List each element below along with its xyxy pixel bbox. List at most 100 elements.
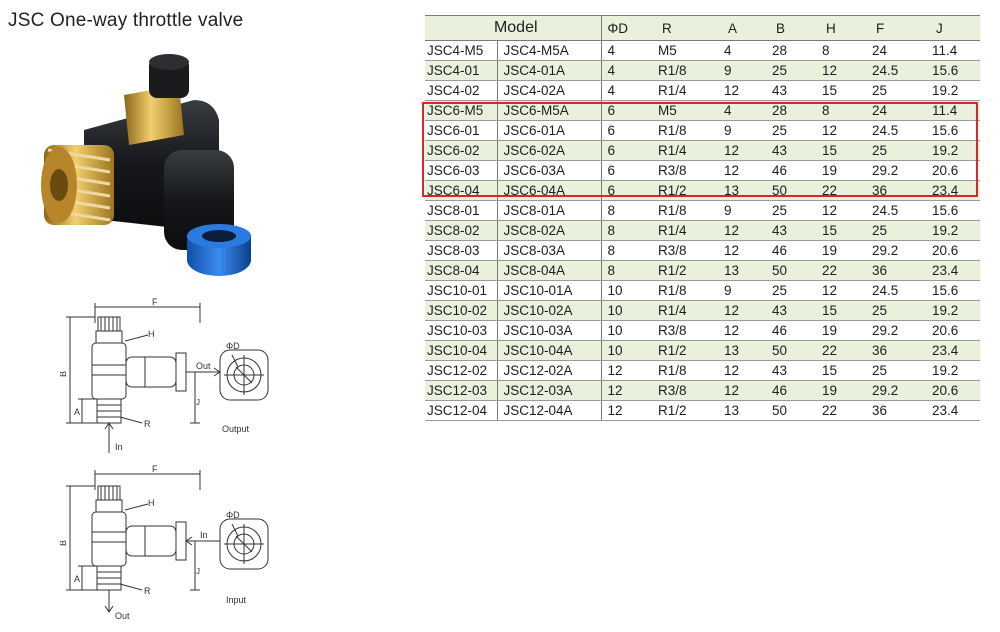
j-value-cell: 15.6 [930,60,980,81]
a-value-cell: 9 [722,200,770,221]
f-value-cell: 25 [870,220,930,241]
h-value-cell: 22 [820,260,870,281]
r-value-cell: R1/8 [656,280,722,301]
b-value-cell: 50 [770,400,820,421]
d-value-cell: 8 [601,260,656,281]
h-value-cell: 12 [820,60,870,81]
h-value-cell: 19 [820,160,870,181]
a-value-cell: 9 [722,280,770,301]
b-value-cell: 46 [770,160,820,181]
f-value-cell: 24.5 [870,200,930,221]
r-value-cell: M5 [656,100,722,121]
h-value-cell: 15 [820,220,870,241]
r-value-cell: R1/4 [656,140,722,161]
f-value-cell: 25 [870,300,930,321]
model-code-a-cell: JSC12-02A [497,360,602,381]
header-f: F [870,15,930,41]
r-value-cell: R3/8 [656,320,722,341]
model-code-cell: JSC4-02 [425,80,498,101]
j-value-cell: 23.4 [930,400,980,421]
d-value-cell: 12 [601,400,656,421]
a-value-cell: 9 [722,120,770,141]
b-value-cell: 50 [770,260,820,281]
f-value-cell: 24.5 [870,120,930,141]
a-value-cell: 12 [722,320,770,341]
header-b: B [770,15,820,41]
model-code-cell: JSC4-01 [425,60,498,81]
drawing-caption: Output [222,424,250,434]
h-value-cell: 15 [820,360,870,381]
d-value-cell: 12 [601,380,656,401]
d-value-cell: 4 [601,60,656,81]
model-code-cell: JSC8-04 [425,260,498,281]
f-value-cell: 29.2 [870,160,930,181]
dim-h-label: H [148,329,155,339]
h-value-cell: 15 [820,300,870,321]
h-value-cell: 22 [820,340,870,361]
d-value-cell: 10 [601,340,656,361]
r-value-cell: R1/8 [656,360,722,381]
d-value-cell: 6 [601,120,656,141]
model-code-cell: JSC8-02 [425,220,498,241]
b-value-cell: 50 [770,340,820,361]
model-code-a-cell: JSC10-03A [497,320,602,341]
model-code-a-cell: JSC8-02A [497,220,602,241]
j-value-cell: 20.6 [930,380,980,401]
h-value-cell: 22 [820,180,870,201]
port-top-label: Out [196,361,211,371]
b-value-cell: 46 [770,240,820,261]
f-value-cell: 36 [870,260,930,281]
j-value-cell: 11.4 [930,40,980,61]
a-value-cell: 4 [722,100,770,121]
h-value-cell: 15 [820,140,870,161]
r-value-cell: R1/2 [656,260,722,281]
j-value-cell: 19.2 [930,300,980,321]
dim-d-label: ΦD [226,341,240,351]
f-value-cell: 29.2 [870,380,930,401]
model-code-a-cell: JSC6-02A [497,140,602,161]
h-value-cell: 19 [820,320,870,341]
f-value-cell: 24 [870,40,930,61]
b-value-cell: 25 [770,60,820,81]
f-value-cell: 36 [870,180,930,201]
d-value-cell: 10 [601,280,656,301]
j-value-cell: 20.6 [930,240,980,261]
j-value-cell: 11.4 [930,100,980,121]
model-code-cell: JSC6-04 [425,180,498,201]
port-top-label: In [200,530,208,540]
dim-j-label: J [196,567,200,576]
a-value-cell: 12 [722,240,770,261]
f-value-cell: 24.5 [870,60,930,81]
h-value-cell: 12 [820,200,870,221]
d-value-cell: 4 [601,40,656,61]
model-code-cell: JSC10-01 [425,280,498,301]
port-bottom-label: In [115,442,123,452]
h-value-cell: 12 [820,280,870,301]
f-value-cell: 25 [870,80,930,101]
h-value-cell: 19 [820,240,870,261]
j-value-cell: 19.2 [930,80,980,101]
a-value-cell: 4 [722,40,770,61]
d-value-cell: 10 [601,300,656,321]
b-value-cell: 25 [770,280,820,301]
b-value-cell: 43 [770,140,820,161]
model-code-a-cell: JSC6-04A [497,180,602,201]
b-value-cell: 25 [770,120,820,141]
model-code-cell: JSC10-03 [425,320,498,341]
f-value-cell: 36 [870,400,930,421]
header-model: Model [425,15,602,41]
model-code-a-cell: JSC4-M5A [497,40,602,61]
